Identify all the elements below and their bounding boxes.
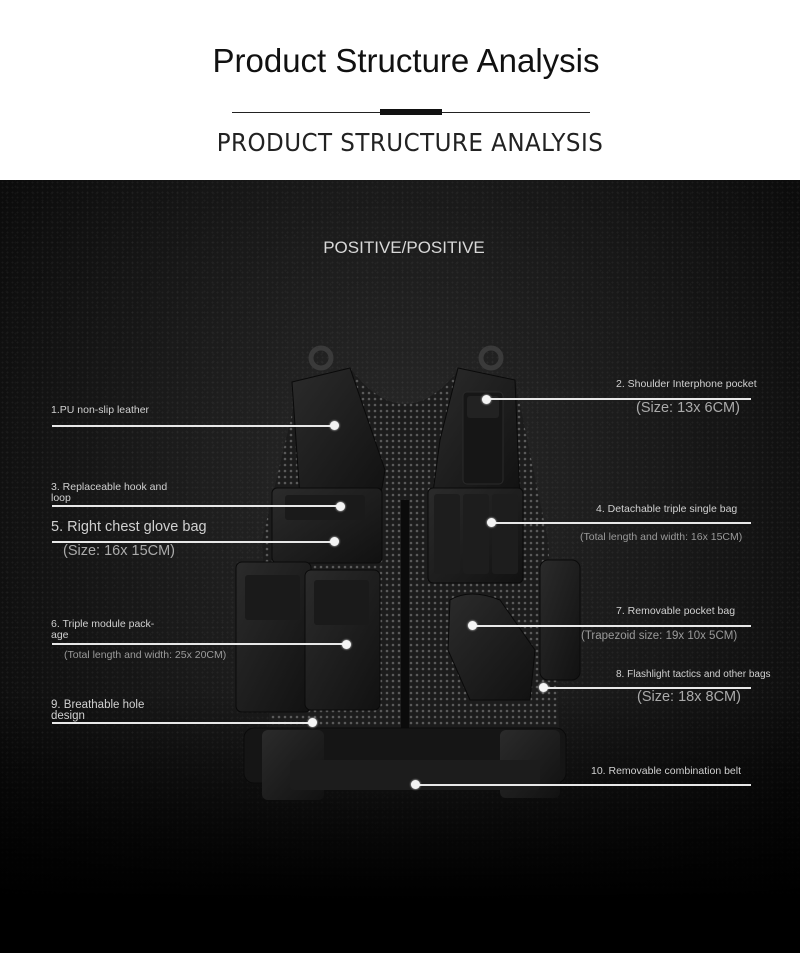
callout-line-8 (545, 687, 751, 689)
section-title: POSITIVE/POSITIVE (323, 238, 485, 257)
callout-line-6 (52, 643, 346, 645)
callout-size-5: (Size: 16x 15CM) (63, 543, 176, 559)
callout-dot-5 (330, 537, 339, 546)
page-subtitle: PRODUCT STRUCTURE ANALYSIS (216, 128, 604, 157)
callout-label-2: 2. Shoulder Interphone pocket (616, 378, 757, 390)
callout-label-8: 8. Flashlight tactics and other bags (616, 669, 771, 680)
callout-label-9a: 9. Breathable hole (51, 699, 145, 711)
callout-dot-7 (468, 621, 477, 630)
callout-label-9b: design (51, 710, 85, 722)
callout-dot-8 (539, 683, 548, 692)
callout-label-6a: 6. Triple module pack- (51, 618, 155, 630)
callout-dot-4 (487, 518, 496, 527)
divider-accent (380, 109, 442, 115)
callout-label-3a: 3. Replaceable hook and (51, 481, 168, 493)
callout-dot-9 (308, 718, 317, 727)
callout-label-10: 10. Removable combination belt (591, 765, 742, 777)
page-title: Product Structure Analysis (212, 42, 600, 79)
callout-label-3b: loop (51, 492, 71, 504)
callout-label-5: 5. Right chest glove bag (51, 519, 207, 535)
callout-line-10 (417, 784, 751, 786)
callout-line-1 (52, 425, 334, 427)
callout-label-4: 4. Detachable triple single bag (596, 503, 738, 515)
callout-line-5 (52, 541, 334, 543)
callout-label-6b: age (51, 629, 69, 641)
callout-line-9 (52, 722, 312, 724)
header-section: Product Structure Analysis PRODUCT STRUC… (0, 0, 800, 180)
callout-size-6: (Total length and width: 25x 20CM) (64, 649, 227, 661)
callout-size-7: (Trapezoid size: 19x 10x 5CM) (581, 630, 738, 642)
callout-size-8: (Size: 18x 8CM) (637, 689, 741, 705)
callout-label-7: 7. Removable pocket bag (616, 605, 736, 617)
callout-line-7 (473, 625, 751, 627)
callout-dot-10 (411, 780, 420, 789)
callout-label-1: 1.PU non-slip leather (51, 404, 150, 416)
callout-dot-3 (336, 502, 345, 511)
callout-line-2 (488, 398, 751, 400)
callout-size-2: (Size: 13x 6CM) (636, 400, 740, 416)
callout-line-4 (492, 522, 751, 524)
callout-line-3 (52, 505, 340, 507)
callout-dot-2 (482, 395, 491, 404)
callout-size-4: (Total length and width: 16x 15CM) (580, 531, 743, 543)
callout-dot-1 (330, 421, 339, 430)
callout-dot-6 (342, 640, 351, 649)
